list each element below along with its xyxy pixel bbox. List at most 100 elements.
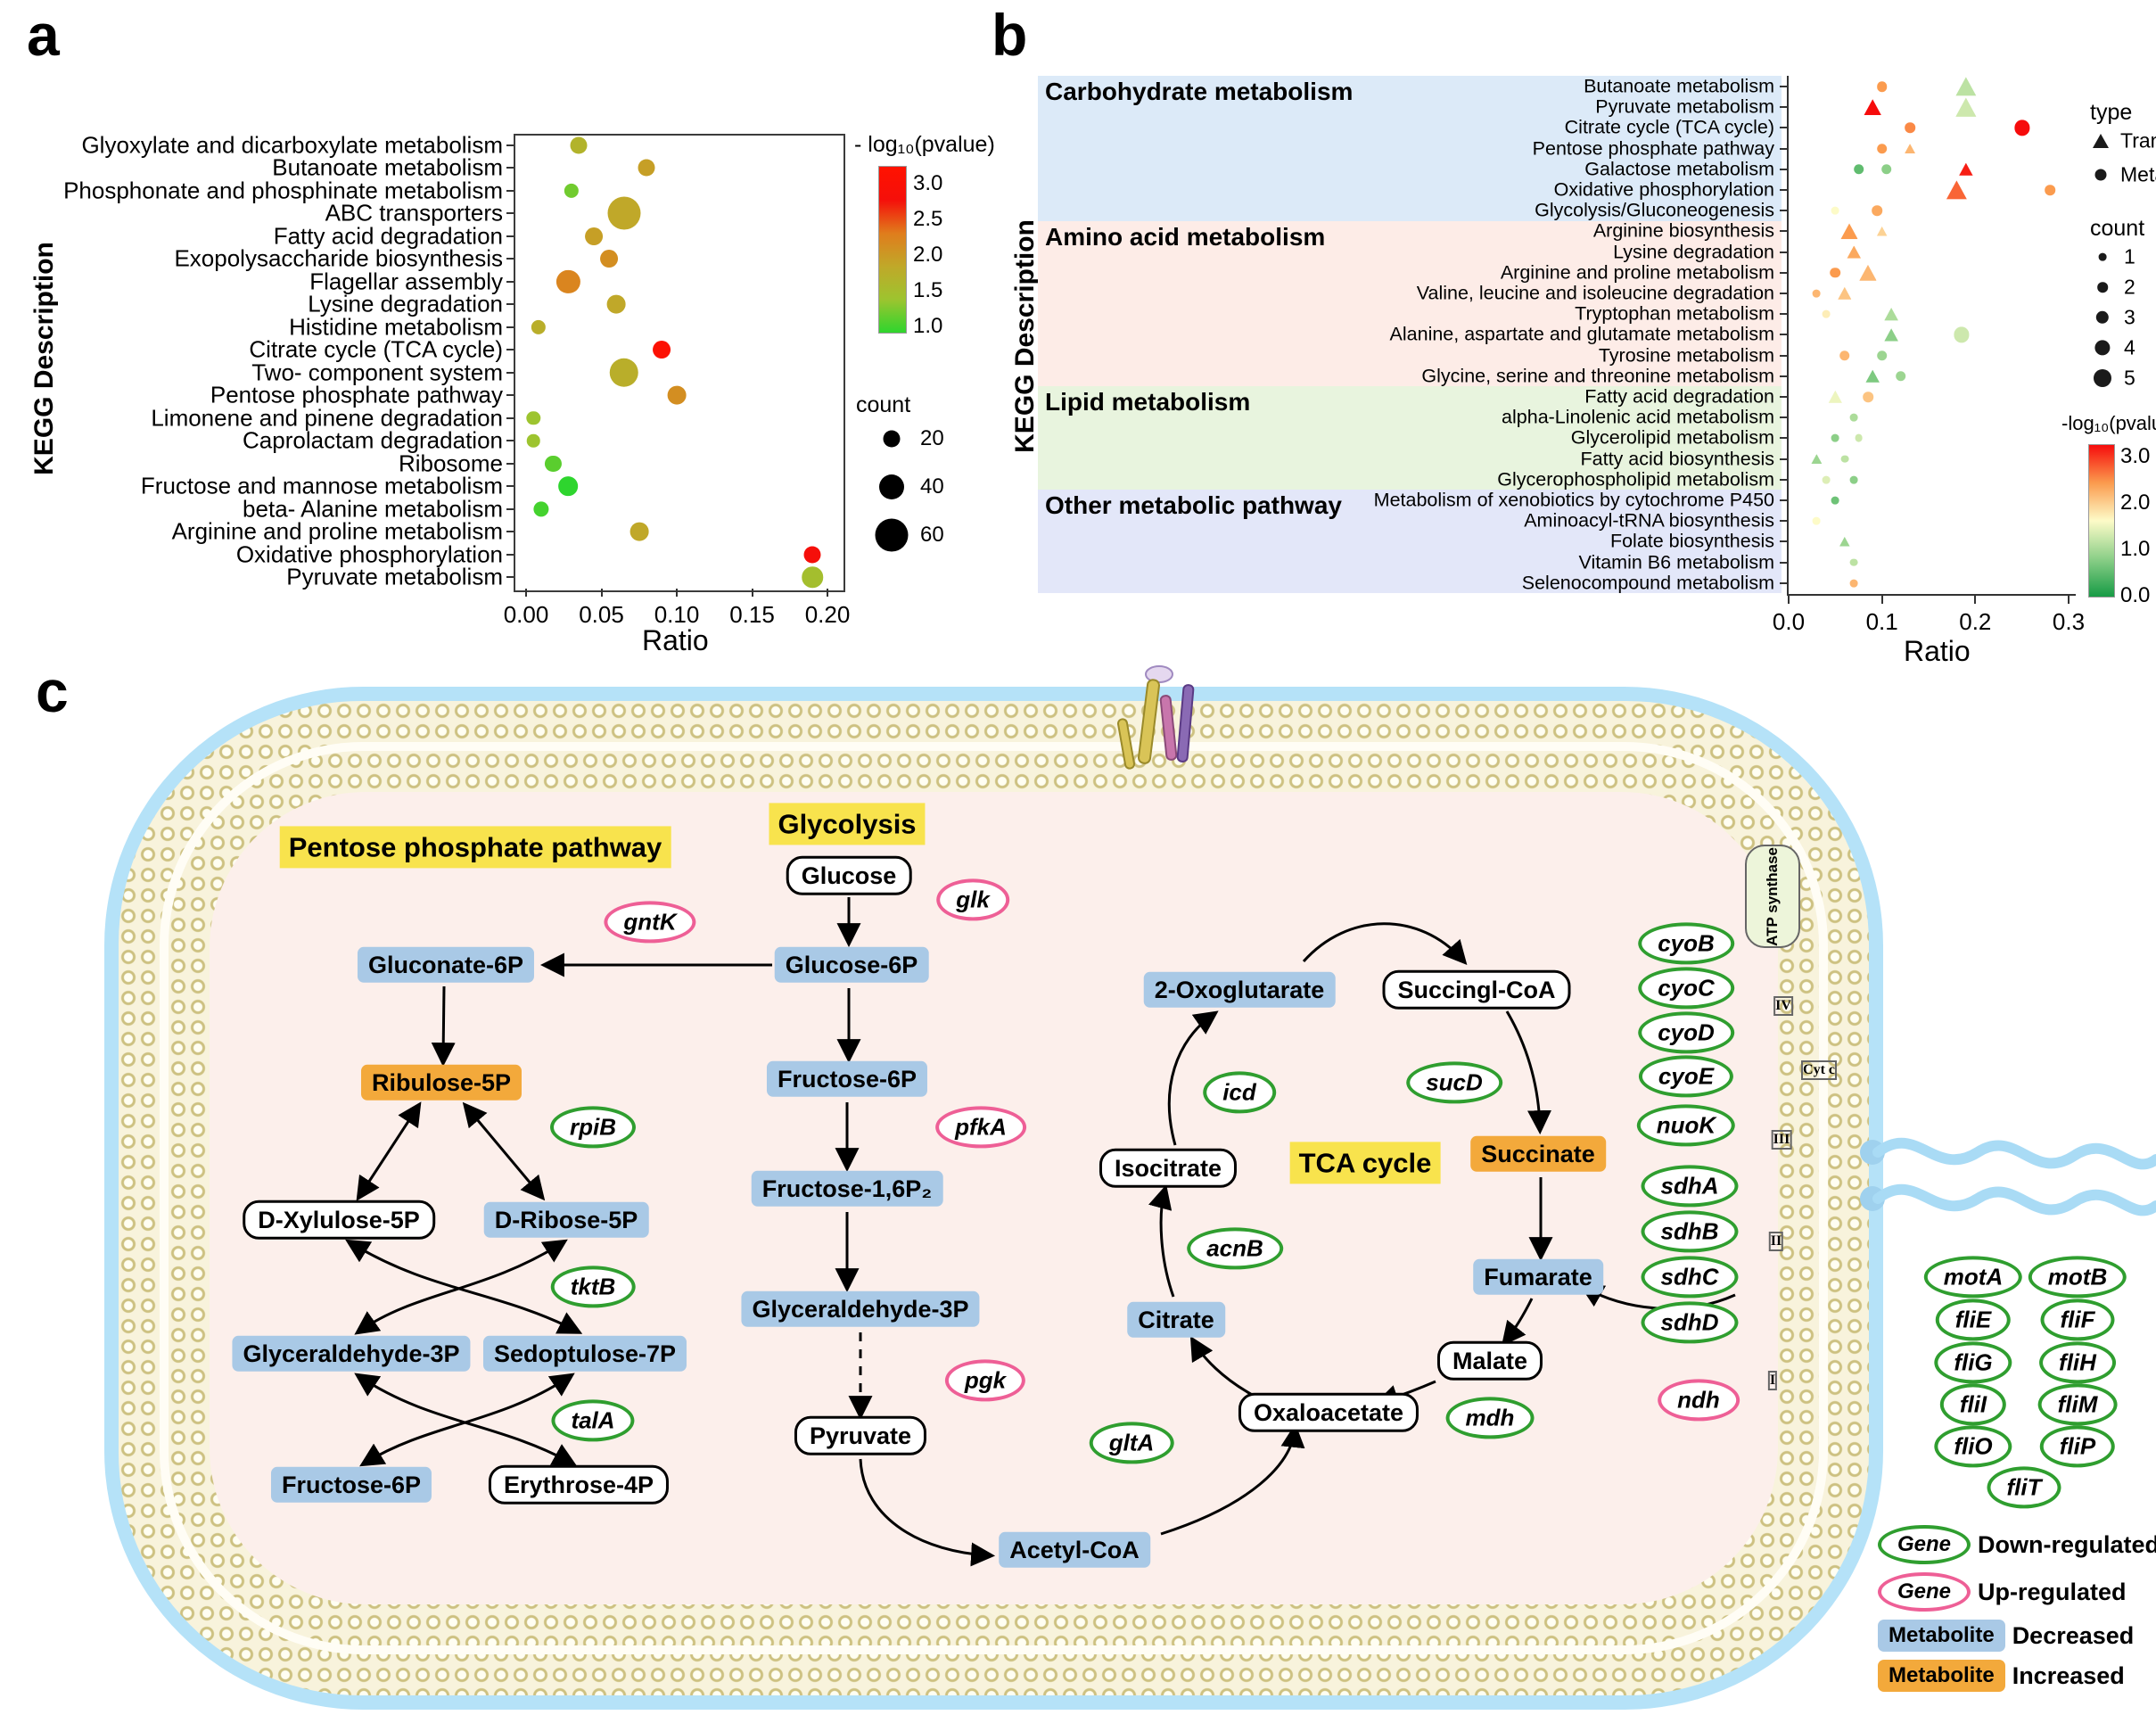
x-axis-tick-label: 0.05 [579, 601, 624, 628]
colorbar-tick-label: 1.5 [913, 278, 943, 302]
gene-down-regulated: talA [551, 1399, 635, 1442]
kegg-category-label: Ribosome [398, 449, 503, 477]
panel-a-x-axis-title: Ratio [642, 624, 709, 656]
colorbar-tick-label: 3.0 [913, 171, 943, 195]
size-legend-label: 40 [920, 474, 944, 499]
b-y-axis-tick [1780, 251, 1787, 253]
b-y-axis-tick [1780, 168, 1787, 170]
bubble-point [599, 250, 618, 268]
panel-b-type-legend-title: type [2090, 100, 2133, 125]
count-legend-dot [2098, 252, 2107, 261]
pathway-section-label: TCA cycle [1289, 1142, 1441, 1184]
bubble-point [531, 319, 546, 334]
group-label: Carbohydrate metabolism [1045, 78, 1354, 106]
group-label: Other metabolic pathway [1045, 491, 1342, 520]
data-point-meta [1839, 350, 1850, 361]
panel-b-colorbar-title: -log₁₀(pvalue) [2061, 412, 2156, 434]
kegg-category-label: Two- component system [251, 359, 503, 386]
b-category-label: Metabolism of xenobiotics by cytochrome … [1373, 489, 1774, 511]
gene-down-regulated: cyoC [1638, 967, 1734, 1010]
data-point-meta [2045, 185, 2055, 195]
data-point-meta [1831, 206, 1839, 215]
respiratory-complex-atp: ATP synthase [1745, 845, 1800, 948]
type-legend-circle-icon [2094, 169, 2107, 181]
b-y-axis-tick [1780, 437, 1787, 440]
data-point-tran [1847, 245, 1862, 259]
gene-down-regulated: cyoD [1638, 1011, 1734, 1054]
count-legend-dot [2094, 340, 2111, 356]
metabolite-unchanged: Pyruvate [794, 1415, 927, 1456]
b-category-label: Glycolysis/Gluconeogenesis [1535, 199, 1774, 221]
x-axis-tick [751, 589, 753, 597]
b-y-axis-tick [1780, 147, 1787, 150]
bubble-point [667, 385, 687, 405]
metabolite-decreased: 2-Oxoglutarate [1143, 971, 1336, 1009]
panel-b-colorbar [2088, 444, 2115, 598]
metabolite-decreased: Citrate [1127, 1301, 1225, 1339]
b-category-label: Fatty acid biosynthesis [1580, 448, 1775, 470]
gene-down-regulated: sdhD [1641, 1301, 1739, 1344]
pathway-section-label: Glycolysis [769, 803, 926, 845]
b-y-axis-tick [1780, 86, 1787, 87]
y-axis-tick [506, 326, 514, 328]
y-axis-tick [506, 303, 514, 306]
data-point-meta [1831, 496, 1839, 505]
colorbar-tick-label: 2.0 [913, 243, 943, 267]
b-y-axis-tick [1780, 334, 1787, 336]
data-point-meta [1855, 433, 1863, 442]
respiratory-complex-c4: IV [1773, 996, 1793, 1016]
gene-down-regulated: cyoE [1638, 1055, 1734, 1098]
metabolite-decreased: Fructose-1,6P₂ [751, 1170, 943, 1208]
data-point-tran [1865, 369, 1880, 383]
bubble-point [638, 159, 655, 177]
gene-down-regulated: icd [1203, 1071, 1276, 1114]
group-band [1038, 76, 1782, 221]
data-point-meta [1849, 475, 1858, 484]
count-legend-label: 4 [2124, 335, 2135, 359]
gene-down-regulated: fliP [2039, 1425, 2116, 1468]
group-label: Lipid metabolism [1045, 388, 1251, 416]
y-axis-tick [506, 416, 514, 419]
kegg-category-label: Limonene and pinene degradation [151, 404, 503, 432]
kegg-category-label: Lysine degradation [308, 290, 503, 317]
panel-b-y-axis-title: KEGG Description [1010, 219, 1040, 453]
flagellum-icon [1860, 1137, 2156, 1216]
panel-b-letter: b [992, 2, 1028, 68]
x-axis-tick-label: 0.20 [804, 601, 851, 628]
group-band [1038, 386, 1782, 491]
bubble-point [545, 455, 562, 472]
b-x-axis-tick-label: 0.3 [2052, 608, 2086, 635]
size-legend-label: 60 [920, 523, 944, 547]
b-y-axis-tick [1780, 540, 1787, 543]
kegg-category-label: Citrate cycle (TCA cycle) [249, 335, 503, 363]
b-category-label: Fatty acid degradation [1584, 385, 1774, 408]
data-point-tran [1828, 390, 1843, 404]
b-category-label: Tryptophan metabolism [1575, 302, 1774, 325]
data-point-meta [1954, 326, 1970, 342]
y-axis-tick [506, 189, 514, 192]
metabolite-unchanged: Succingl-CoA [1382, 969, 1571, 1010]
metabolite-unchanged: Erythrose-4P [488, 1464, 670, 1505]
data-point-meta [1822, 309, 1831, 318]
y-axis-tick [506, 144, 514, 146]
data-point-tran [1884, 328, 1898, 342]
type-legend-label: Meta [2120, 162, 2156, 186]
b-y-axis-tick [1780, 210, 1787, 212]
kegg-category-label: Phosphonate and phosphinate metabolism [63, 177, 503, 204]
b-category-label: Valine, leucine and isoleucine degradati… [1416, 282, 1774, 304]
data-point-meta [1876, 81, 1888, 92]
bubble-point [653, 341, 671, 359]
type-legend-triangle-icon [2093, 134, 2109, 148]
y-axis-tick [506, 553, 514, 556]
gene-down-regulated: rpiB [550, 1106, 636, 1149]
x-axis-tick [827, 589, 828, 597]
y-axis-tick [506, 258, 514, 260]
legend-item-label: Up-regulated [1978, 1578, 2127, 1605]
gene-down-regulated: motB [2028, 1256, 2127, 1299]
legend-item-label: Decreased [2012, 1621, 2135, 1649]
respiratory-complex-c3: III [1771, 1130, 1792, 1150]
kegg-category-label: Butanoate metabolism [272, 153, 503, 181]
